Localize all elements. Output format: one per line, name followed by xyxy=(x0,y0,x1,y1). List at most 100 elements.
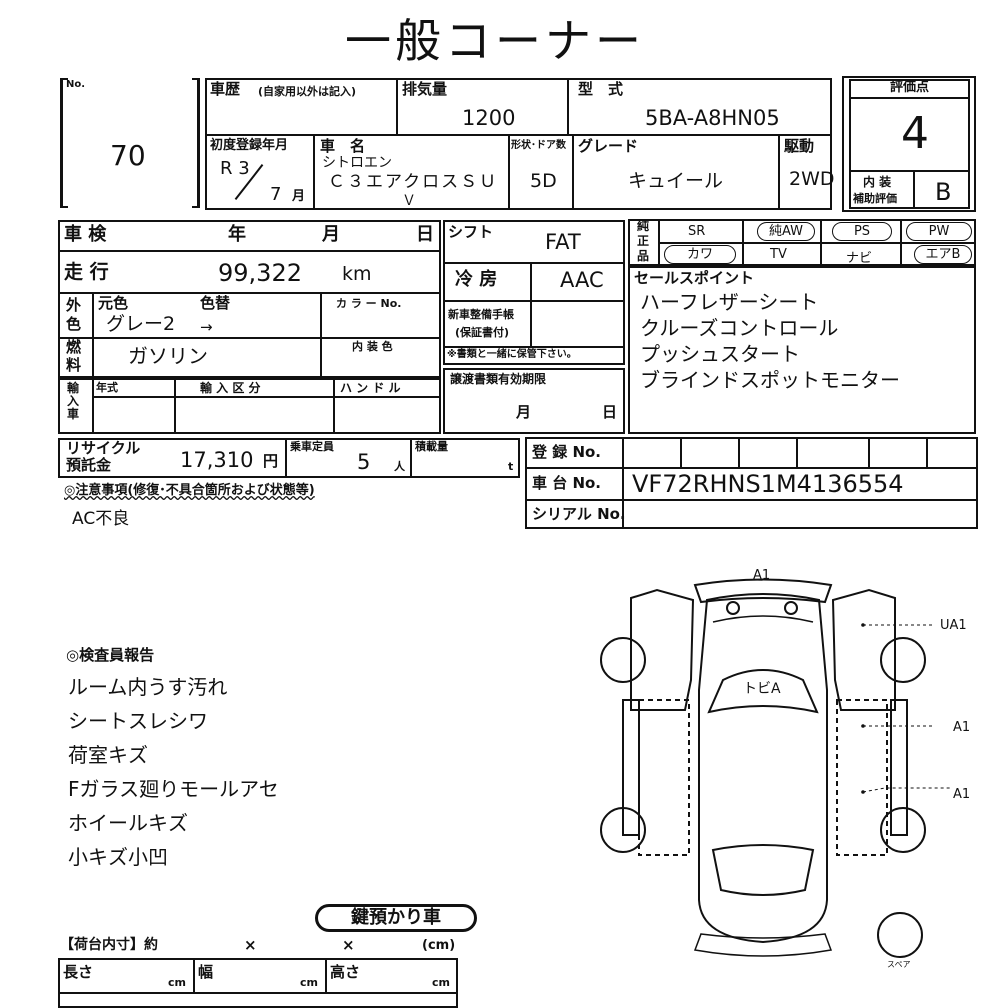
right-rocker xyxy=(890,699,908,836)
color-value: グレー2 xyxy=(106,313,176,335)
cargo-table xyxy=(58,958,458,1008)
diagram-label-roof: トビA xyxy=(743,681,781,697)
windshield xyxy=(707,669,819,714)
inspector-note-1: ルーム内うす汚れ xyxy=(68,675,228,699)
diagram-label-side-2: A1 xyxy=(953,787,970,802)
drive-value: 2WD xyxy=(789,168,835,190)
displacement-label: 排気量 xyxy=(402,80,448,98)
import-table xyxy=(58,378,441,434)
right-front-door xyxy=(831,588,896,711)
capacity-label: 乗車定員 xyxy=(290,440,334,453)
diagram-label-spare: スペア xyxy=(887,960,910,969)
diagram-label-right-door: UA1 xyxy=(940,618,967,633)
import-year-label: 年式 xyxy=(96,381,118,394)
inspector-label: ◎検査員報告 xyxy=(66,646,155,664)
inspection-label: 車 検 xyxy=(64,224,107,245)
equip-pw: PW xyxy=(906,222,972,241)
chassis-number: VF72RHNS1M4136554 xyxy=(632,470,904,498)
transfer-month: 月 xyxy=(516,403,532,421)
grade-value: キュイール xyxy=(628,170,724,192)
equip-leather: カワ xyxy=(664,245,736,264)
equipment-label-1: 純 xyxy=(637,219,650,233)
left-front-door xyxy=(630,588,695,711)
sales-point-4: ブラインドスポットモニター xyxy=(640,368,900,392)
inspector-note-2: シートスレシワ xyxy=(68,709,208,733)
transfer-day: 日 xyxy=(602,403,618,421)
shift-label: シフト xyxy=(448,223,494,241)
car-name-label: 車 名 xyxy=(320,137,366,155)
equip-airbag: エアB xyxy=(914,245,972,264)
car-body xyxy=(698,593,828,944)
cargo-x2: × xyxy=(342,936,355,954)
transfer-table xyxy=(443,368,625,434)
mileage-unit: km xyxy=(342,263,372,285)
left-front-wheel xyxy=(600,637,646,683)
color-label-1: 外 xyxy=(66,296,82,314)
maintenance-label-2: (保証書付) xyxy=(455,326,510,339)
cargo-label: 【荷台内寸】約 xyxy=(60,937,158,953)
recycle-unit: 円 xyxy=(263,452,279,470)
equip-ps: PS xyxy=(832,222,892,241)
car-name-line2: Ｖ xyxy=(402,193,416,209)
model-code-label: 型 式 xyxy=(578,80,624,98)
score-value: 4 xyxy=(901,108,929,159)
lot-label: No. xyxy=(66,79,86,90)
transfer-label: 譲渡書類有効期限 xyxy=(450,372,547,386)
maintenance-note: ※書類と一緒に保管下さい。 xyxy=(447,349,577,360)
left-side-panel xyxy=(638,699,690,856)
recycle-row xyxy=(58,438,520,478)
color-label-2: 色 xyxy=(66,315,82,333)
sales-point-2: クルーズコントロール xyxy=(640,316,839,340)
left-rear-wheel xyxy=(600,807,646,853)
recycle-label-1: リサイクル xyxy=(66,439,141,457)
cargo-width-cm: cm xyxy=(300,976,318,989)
load-unit: t xyxy=(508,460,514,473)
interior-score-label-1: 内 装 xyxy=(863,175,892,189)
ac-label: 冷 房 xyxy=(455,269,498,290)
rear-bumper xyxy=(693,933,833,957)
front-bumper xyxy=(693,578,833,604)
right-rear-wheel xyxy=(880,807,926,853)
rear-window xyxy=(711,844,815,896)
cargo-x1: × xyxy=(244,936,257,954)
load-label: 積載量 xyxy=(415,440,448,453)
inspection-year: 年 xyxy=(228,224,246,245)
right-front-wheel xyxy=(880,637,926,683)
equip-tv: TV xyxy=(770,247,787,262)
mileage-label: 走 行 xyxy=(64,261,109,283)
left-rocker xyxy=(622,699,640,836)
vehicle-info-grid xyxy=(205,78,832,210)
import-label: 輸入車 xyxy=(67,381,80,421)
car-maker: シトロエン xyxy=(322,155,392,171)
cargo-height-cm: cm xyxy=(432,976,450,989)
cargo-unit: (cm) xyxy=(422,938,456,953)
ac-value: AAC xyxy=(560,268,604,292)
lot-bracket xyxy=(60,78,200,208)
key-deposit-badge: 鍵預かり車 xyxy=(315,904,477,932)
sales-points-label: セールスポイント xyxy=(634,269,755,287)
fuel-value: ガソリン xyxy=(128,344,208,368)
drive-label: 駆動 xyxy=(784,137,815,155)
shift-value: FAT xyxy=(545,230,581,254)
original-color-label: 元色 xyxy=(98,294,129,312)
capacity-value: 5 xyxy=(357,450,371,474)
inspector-note-6: 小キズ小凹 xyxy=(68,845,168,869)
recycle-value: 17,310 xyxy=(180,448,254,472)
equip-navi: ナビ xyxy=(846,251,873,266)
score-box-inner xyxy=(849,79,970,209)
score-box-outer xyxy=(842,76,976,212)
import-type-label: 輸 入 区 分 xyxy=(200,381,261,395)
fuel-label-2: 料 xyxy=(66,356,82,374)
page-title: 一般コーナー xyxy=(345,14,645,68)
spare-tire xyxy=(877,912,923,958)
inspection-month: 月 xyxy=(322,224,340,245)
capacity-unit: 人 xyxy=(394,460,405,473)
maintenance-label-1: 新車整備手帳 xyxy=(448,308,514,321)
inspector-note-4: Fガラス廻りモールアセ xyxy=(68,777,279,801)
inspector-note-5: ホイールキズ xyxy=(68,811,188,835)
right-side-panel xyxy=(836,699,888,856)
inspection-table xyxy=(58,220,441,378)
model-code-value: 5BA-A8HN05 xyxy=(645,106,780,130)
equipment-label-3: 品 xyxy=(637,249,650,263)
first-reg-label: 初度登録年月 xyxy=(210,138,289,153)
